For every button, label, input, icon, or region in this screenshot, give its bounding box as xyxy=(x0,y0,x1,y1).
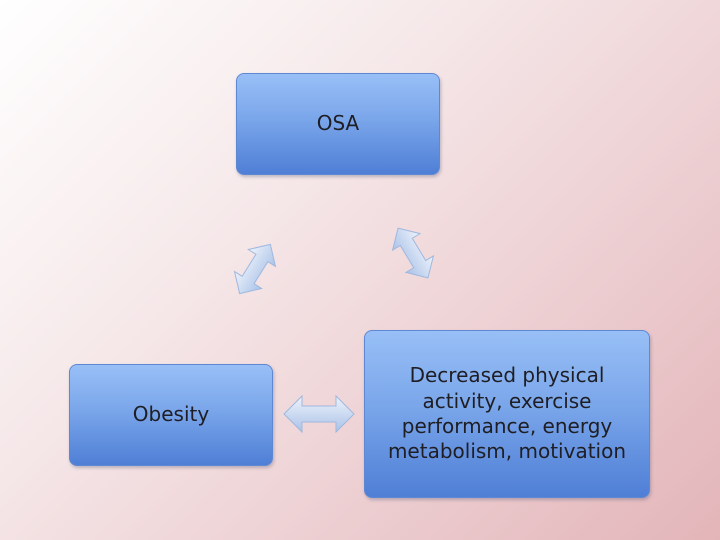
decreased-activity-box: Decreased physical activity, exercise pe… xyxy=(364,330,650,498)
obesity-label: Obesity xyxy=(132,402,210,427)
osa-box: OSA xyxy=(236,73,440,175)
decreased-activity-label: Decreased physical activity, exercise pe… xyxy=(387,363,627,464)
double-arrow-osa-activity xyxy=(391,227,435,279)
double-arrow-obesity-activity xyxy=(283,394,355,434)
obesity-box: Obesity xyxy=(69,364,273,466)
double-arrow-obesity-osa xyxy=(233,243,277,295)
osa-label: OSA xyxy=(316,111,360,136)
